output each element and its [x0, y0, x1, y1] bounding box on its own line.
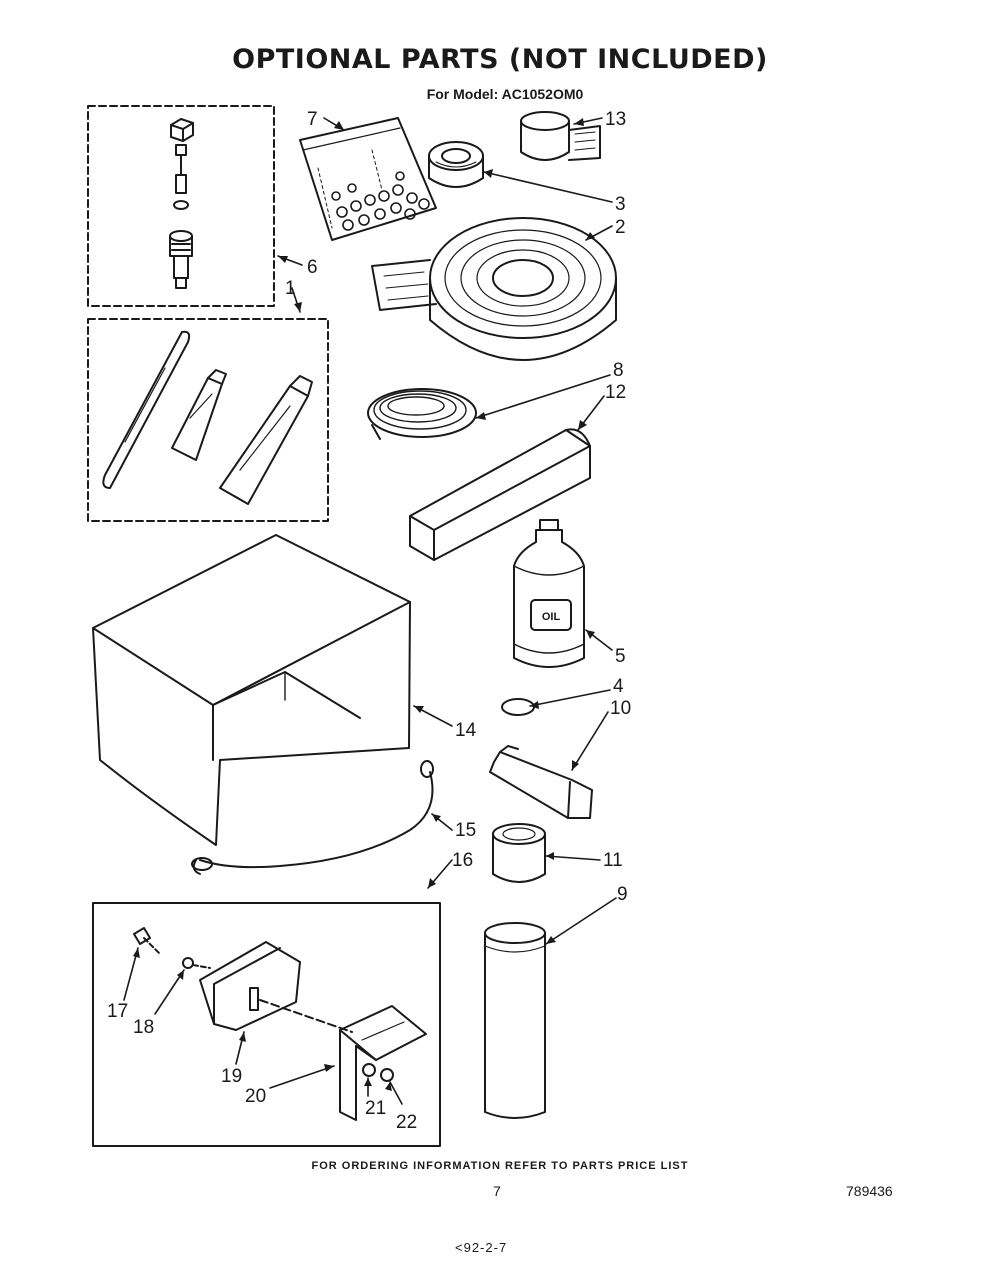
coiled-cord-8	[367, 388, 477, 440]
page-title: OPTIONAL PARTS (NOT INCLUDED)	[232, 44, 768, 75]
foam-roll-2	[371, 217, 617, 361]
callout-22: 22	[396, 1112, 417, 1133]
callout-7: 7	[307, 109, 318, 130]
parts-bag-illustration	[299, 117, 437, 241]
callout-16: 16	[452, 850, 473, 871]
bracket-kit-illustration	[133, 927, 427, 1121]
oval-part-4	[501, 698, 535, 716]
oil-bottle-5	[513, 519, 585, 668]
callout-20: 20	[245, 1086, 266, 1107]
callout-15: 15	[455, 820, 476, 841]
page-number: 7	[493, 1183, 501, 1199]
document-number: 789436	[846, 1183, 893, 1199]
kit-box-6	[87, 105, 275, 307]
callout-17: 17	[107, 1001, 128, 1022]
callout-5: 5	[615, 646, 626, 667]
cover-14	[92, 534, 411, 846]
model-subtitle: For Model: AC1052OM0	[426, 86, 584, 102]
callout-18: 18	[133, 1017, 154, 1038]
tape-roll-11	[492, 823, 546, 883]
callout-6: 6	[307, 257, 318, 278]
callout-14: 14	[455, 720, 477, 741]
callout-19: 19	[221, 1066, 242, 1087]
spray-can-9	[484, 922, 546, 1119]
ordering-information-note: FOR ORDERING INFORMATION REFER TO PARTS …	[311, 1160, 689, 1172]
callout-2: 2	[615, 217, 626, 238]
callout-13: 13	[605, 109, 626, 130]
oil-label	[530, 599, 572, 631]
cord-15	[191, 760, 434, 875]
tube-10	[489, 745, 593, 819]
callout-4: 4	[613, 676, 624, 697]
oil-label-text: OIL	[542, 611, 561, 623]
callout-1: 1	[285, 278, 296, 299]
kit-box-16	[92, 902, 441, 1147]
leader-arrowheads	[133, 118, 595, 1091]
valve-kit-illustration	[169, 118, 194, 289]
callout-11: 11	[603, 850, 623, 871]
callout-9: 9	[617, 884, 628, 905]
callout-21: 21	[365, 1098, 386, 1119]
callout-numbers: 13 7 3 2 6 1 8 12 5 4 10 14 15 11 9 16 1…	[107, 109, 631, 1133]
tape-roll-3	[428, 141, 484, 188]
callout-8: 8	[613, 360, 624, 381]
kit-box-1	[87, 318, 329, 522]
callout-3: 3	[615, 194, 626, 215]
callout-10: 10	[610, 698, 631, 719]
tube-kit-illustration	[102, 330, 313, 505]
small-tape-roll-13	[520, 111, 601, 161]
bottom-code: <92-2-7	[455, 1240, 508, 1255]
callout-12: 12	[605, 382, 626, 403]
foam-block-12	[409, 428, 591, 561]
